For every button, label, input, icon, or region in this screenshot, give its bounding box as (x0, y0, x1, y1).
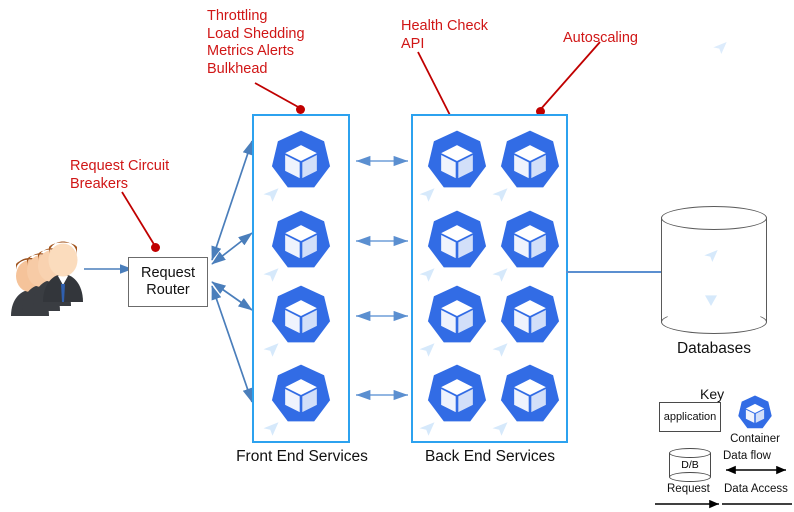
database-label: Databases (676, 340, 752, 357)
send-watermark-icon (492, 268, 508, 282)
cylinder-body (661, 218, 767, 322)
front-end-services-label: Front End Services (236, 448, 368, 465)
container-icon[interactable] (268, 208, 334, 274)
legend-db-label: D/B (681, 459, 699, 471)
legend-request-arrow (655, 499, 719, 509)
back-end-services-label: Back End Services (424, 448, 556, 465)
arrows-frontend-to-backend (356, 155, 408, 401)
legend-container-label: Container (730, 433, 780, 445)
cylinder-bottom (661, 310, 767, 334)
container-icon[interactable] (497, 208, 563, 274)
annotation-request-circuit-breakers: Request Circuit Breakers (70, 158, 170, 192)
arrow-users-to-router (84, 264, 133, 274)
container-icon[interactable] (268, 362, 334, 428)
arrow-router-frontend-1 (211, 140, 253, 261)
annotation-dot-circuit-breakers (151, 243, 160, 252)
annotation-autoscaling: Autoscaling (563, 30, 638, 46)
annotation-throttling-group: Throttling Load Shedding Metrics Alerts … (207, 8, 305, 77)
send-watermark-icon (492, 422, 508, 436)
legend-dataflow-label: Data flow (723, 450, 771, 462)
router-label-line1: Request (140, 265, 195, 281)
legend-data-access-label: Data Access (724, 483, 788, 495)
send-watermark-icon (419, 422, 435, 436)
send-watermark-icon (263, 343, 279, 357)
container-icon[interactable] (497, 283, 563, 349)
container-icon[interactable] (497, 128, 563, 194)
send-watermark-icon (492, 188, 508, 202)
container-icon[interactable] (424, 208, 490, 274)
container-icon[interactable] (268, 283, 334, 349)
container-icon[interactable] (497, 362, 563, 428)
legend-cyl-bottom (669, 472, 711, 482)
arrow-router-frontend-2 (211, 232, 253, 265)
legend-container-icon (738, 395, 772, 429)
legend-application-label: application (663, 411, 717, 423)
line-backend-to-database (566, 271, 672, 273)
send-watermark-icon (492, 343, 508, 357)
legend-title: Key (700, 386, 725, 402)
annotation-dot-throttling (296, 105, 305, 114)
leader-line-circuit-breakers (121, 191, 156, 247)
container-icon[interactable] (424, 362, 490, 428)
request-router-box[interactable]: Request Router (128, 257, 208, 307)
database-cylinder[interactable] (661, 206, 767, 334)
send-watermark-icon (713, 42, 727, 54)
cylinder-top (661, 206, 767, 230)
send-watermark-icon (705, 295, 717, 306)
send-watermark-icon (263, 268, 279, 282)
send-watermark-icon (263, 422, 279, 436)
users-icon (11, 241, 83, 316)
annotation-health-check-api: Health Check API (401, 18, 489, 52)
arrow-router-frontend-4 (211, 285, 253, 403)
legend-cyl-top (669, 448, 711, 458)
send-watermark-icon (704, 250, 718, 262)
legend-data-access-line (722, 503, 792, 505)
send-watermark-icon (419, 268, 435, 282)
container-icon[interactable] (424, 283, 490, 349)
send-watermark-icon (419, 343, 435, 357)
router-label-line2: Router (146, 282, 190, 298)
send-watermark-icon (419, 188, 435, 202)
legend-application-box: application (659, 402, 721, 432)
leader-line-autoscaling (539, 41, 601, 111)
leader-line-throttling (254, 82, 301, 109)
legend-db-cylinder: D/B (669, 448, 711, 482)
annotation-dot-autoscaling (536, 107, 545, 116)
leader-line-health-check (417, 51, 456, 126)
arrows-router-to-frontend (211, 140, 253, 403)
legend-dataflow-arrow (726, 465, 786, 475)
legend-request-label: Request (667, 483, 710, 495)
container-icon[interactable] (424, 128, 490, 194)
send-watermark-icon (263, 188, 279, 202)
container-icon[interactable] (268, 128, 334, 194)
